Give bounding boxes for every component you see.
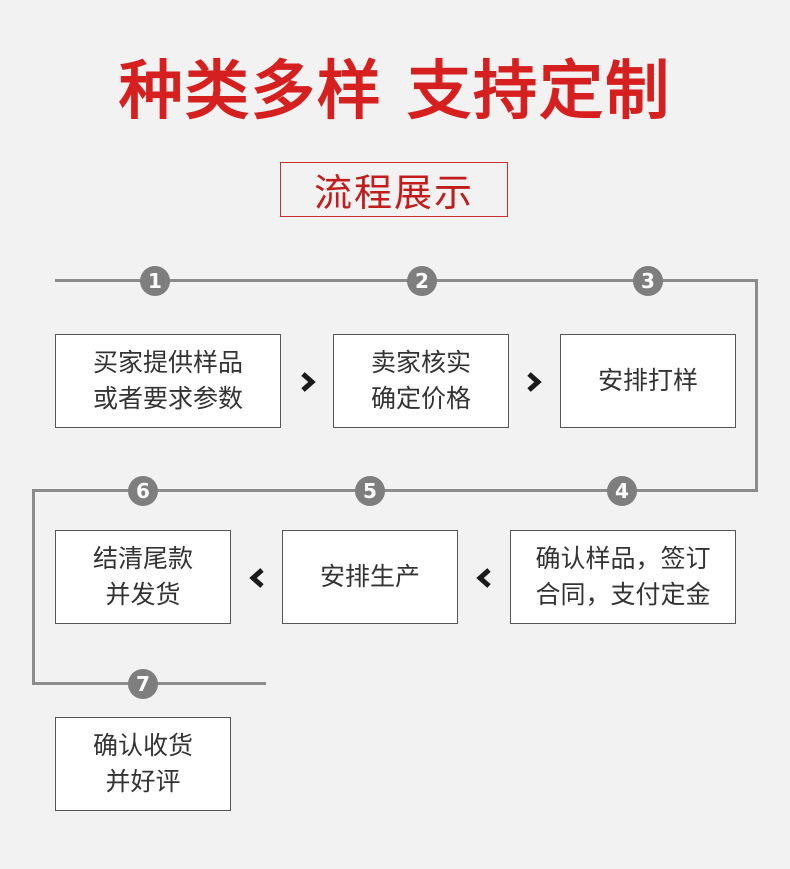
chevron-right-icon <box>301 372 316 392</box>
step-text-line: 确定价格 <box>370 384 471 413</box>
step-text-line: 结清尾款 <box>92 544 193 573</box>
step-text-line: 卖家核实 <box>370 348 471 377</box>
section-subtitle-text: 流程展示 <box>313 171 474 215</box>
connector-right <box>755 279 758 492</box>
step-box-3: 安排打样 <box>560 334 736 428</box>
step-text-line: 安排打样 <box>597 366 698 395</box>
chevron-right-icon <box>527 372 542 392</box>
step-box-7: 确认收货并好评 <box>55 717 231 811</box>
connector-top <box>55 279 757 282</box>
section-subtitle: 流程展示 <box>280 162 508 217</box>
step-text-line: 并发货 <box>105 580 181 609</box>
step-text-line: 确认样品，签订 <box>535 544 711 573</box>
page-title: 种类多样 支持定制 <box>118 55 672 129</box>
step-number-4: 4 <box>607 476 637 506</box>
step-box-2: 卖家核实确定价格 <box>333 334 509 428</box>
step-box-6: 结清尾款并发货 <box>55 530 231 624</box>
step-number-5: 5 <box>355 476 385 506</box>
chevron-left-icon <box>249 568 264 588</box>
step-number-1: 1 <box>140 266 170 296</box>
connector-left <box>32 489 35 685</box>
step-number-3: 3 <box>633 266 663 296</box>
step-text-line: 确认收货 <box>92 731 193 760</box>
step-box-4: 确认样品，签订合同，支付定金 <box>510 530 736 624</box>
step-text-line: 安排生产 <box>319 562 420 591</box>
step-box-5: 安排生产 <box>282 530 458 624</box>
step-number-6: 6 <box>128 476 158 506</box>
step-text-line: 并好评 <box>105 767 181 796</box>
step-text-line: 或者要求参数 <box>92 384 243 413</box>
connector-middle <box>32 489 758 492</box>
step-number-7: 7 <box>128 669 158 699</box>
step-box-1: 买家提供样品或者要求参数 <box>55 334 281 428</box>
step-text-line: 合同，支付定金 <box>535 580 711 609</box>
chevron-left-icon <box>476 568 491 588</box>
step-text-line: 买家提供样品 <box>92 348 243 377</box>
step-number-2: 2 <box>407 266 437 296</box>
